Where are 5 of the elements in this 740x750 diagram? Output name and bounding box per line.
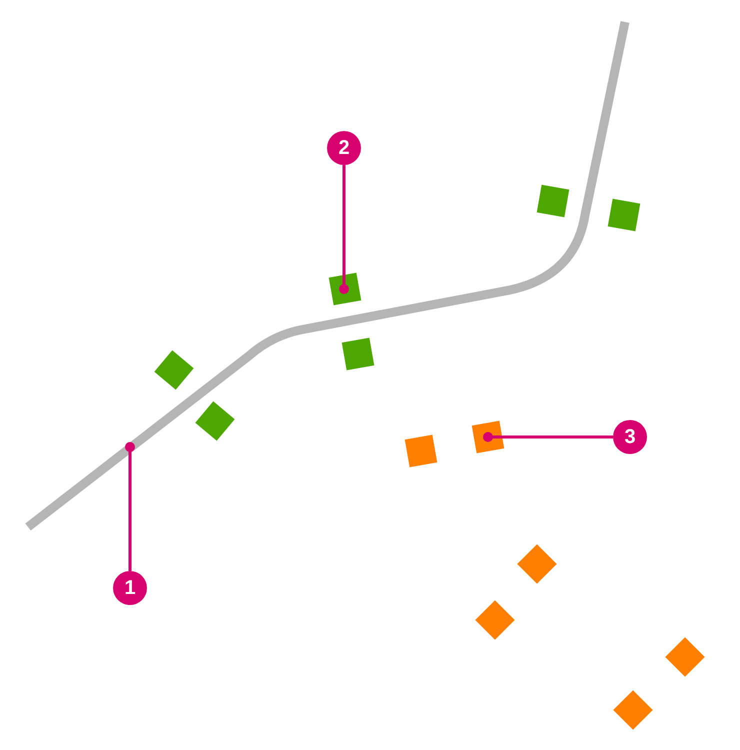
leader-line [483,432,613,442]
leader-line [125,442,135,571]
callout-number: 3 [613,420,647,454]
callout-number: 1 [113,571,147,605]
leader-line [339,165,349,294]
